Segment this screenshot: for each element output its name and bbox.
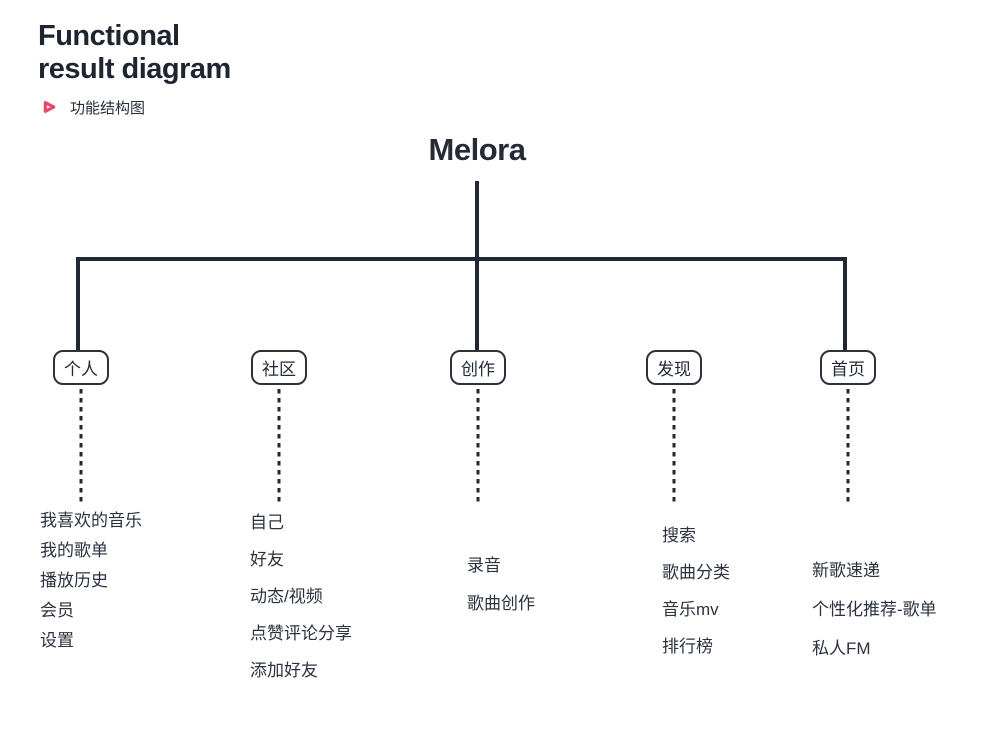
list-item: 录音 [467, 556, 501, 575]
list-item: 我喜欢的音乐 [40, 511, 142, 530]
item-list-home: 新歌速递 个性化推荐-歌单 私人FM [812, 551, 937, 668]
list-item: 自己 [250, 513, 284, 532]
list-item: 动态/视频 [250, 587, 323, 606]
dashed-connector-community [277, 389, 281, 506]
connector-drop-home [843, 257, 847, 350]
page-title: Functional result diagram [38, 20, 231, 85]
dashed-connector-home [846, 389, 850, 506]
branch-node-creation: 创作 [450, 350, 506, 385]
list-item: 添加好友 [250, 661, 318, 680]
list-item: 我的歌单 [40, 541, 108, 560]
list-item: 新歌速递 [812, 561, 880, 580]
page-header: Functional result diagram 功能结构图 [38, 20, 231, 118]
branch-node-personal: 个人 [53, 350, 109, 385]
item-list-discover: 搜索 歌曲分类 音乐mv 排行榜 [662, 517, 730, 665]
branch-node-discover: 发现 [646, 350, 702, 385]
list-item: 排行榜 [662, 637, 713, 656]
connector-trunk-vertical [475, 181, 479, 260]
dashed-connector-discover [672, 389, 676, 506]
connector-horizontal-bar [76, 257, 847, 261]
branch-node-community: 社区 [251, 350, 307, 385]
list-item: 点赞评论分享 [250, 624, 352, 643]
list-item: 音乐mv [662, 600, 719, 619]
play-outline-icon [43, 101, 56, 113]
list-item: 设置 [40, 631, 74, 650]
list-item: 会员 [40, 601, 74, 620]
list-item: 歌曲分类 [662, 563, 730, 582]
list-item: 个性化推荐-歌单 [812, 600, 937, 619]
item-list-creation: 录音 歌曲创作 [467, 547, 535, 623]
list-item: 播放历史 [40, 571, 108, 590]
list-item: 好友 [250, 550, 284, 569]
item-list-personal: 我喜欢的音乐 我的歌单 播放历史 会员 设置 [40, 506, 142, 656]
connector-drop-personal [76, 257, 80, 350]
item-list-community: 自己 好友 动态/视频 点赞评论分享 添加好友 [250, 504, 352, 689]
diagram-subtitle-row: 功能结构图 [38, 96, 231, 118]
dashed-connector-creation [476, 389, 480, 506]
branch-node-home: 首页 [820, 350, 876, 385]
diagram-subtitle: 功能结构图 [70, 99, 146, 117]
dashed-connector-personal [79, 389, 83, 506]
list-item: 私人FM [812, 639, 871, 658]
root-node-melora: Melora [428, 132, 526, 167]
list-item: 歌曲创作 [467, 594, 535, 613]
connector-drop-creation [475, 260, 479, 350]
list-item: 搜索 [662, 526, 696, 545]
